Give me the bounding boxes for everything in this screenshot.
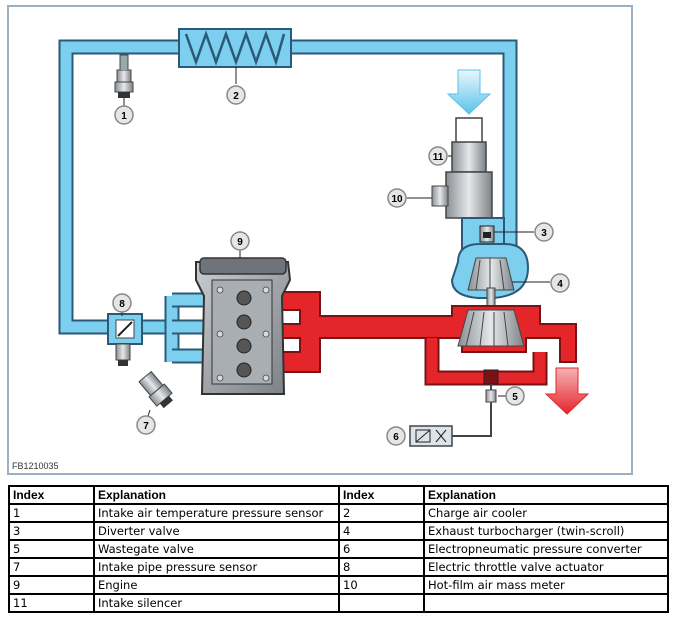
callout-1: 1 — [114, 105, 134, 125]
svg-text:6: 6 — [393, 432, 399, 443]
legend-explanation: Intake silencer — [93, 593, 340, 613]
header-index: Index — [8, 485, 95, 505]
throttle-valve-actuator — [107, 313, 143, 366]
legend-explanation: Wastegate valve — [93, 539, 340, 559]
svg-text:5: 5 — [512, 392, 518, 403]
compressor-wheel — [467, 257, 515, 311]
svg-text:4: 4 — [557, 279, 563, 290]
callout-6: 6 — [386, 426, 406, 446]
legend-explanation: Intake pipe pressure sensor — [93, 557, 340, 577]
legend-index: 8 — [338, 557, 425, 577]
leader-lines — [121, 67, 550, 417]
svg-text:3: 3 — [541, 228, 547, 239]
legend-row: 11 Intake silencer — [8, 593, 669, 613]
legend-explanation: Charge air cooler — [423, 503, 669, 523]
figure-id: FB1210035 — [12, 461, 59, 471]
callout-2: 2 — [226, 85, 246, 105]
svg-text:11: 11 — [433, 152, 444, 163]
svg-text:9: 9 — [237, 237, 243, 248]
header-explanation: Explanation — [93, 485, 340, 505]
wastegate-valve — [452, 369, 499, 437]
legend-index — [338, 593, 425, 613]
intake-pipe-pressure-sensor — [138, 370, 173, 409]
diverter-valve — [479, 225, 495, 243]
svg-text:7: 7 — [143, 421, 149, 432]
legend-explanation: Electric throttle valve actuator — [423, 557, 669, 577]
callout-5: 5 — [505, 386, 525, 406]
callout-11: 11 — [428, 146, 448, 166]
diagram-frame — [7, 5, 633, 475]
engine — [195, 257, 292, 395]
legend-index: 1 — [8, 503, 95, 523]
legend-header-row: Index Explanation Index Explanation — [8, 485, 669, 505]
callout-7: 7 — [136, 415, 156, 435]
turbocharger-system-diagram: 1 2 3 4 5 6 7 8 9 10 11 FB1210035 — [7, 5, 633, 475]
legend-index: 7 — [8, 557, 95, 577]
svg-text:10: 10 — [391, 194, 403, 205]
legend-table: Index Explanation Index Explanation 1 In… — [8, 485, 669, 613]
pressure-converter — [409, 425, 453, 447]
legend-row: 1 Intake air temperature pressure sensor… — [8, 503, 669, 523]
legend-row: 7 Intake pipe pressure sensor 8 Electric… — [8, 557, 669, 577]
intake-air-temperature-sensor — [114, 54, 134, 98]
air-inlet-arrow — [446, 69, 492, 115]
legend-index: 4 — [338, 521, 425, 541]
legend-index: 10 — [338, 575, 425, 595]
svg-text:1: 1 — [121, 111, 127, 122]
svg-text:2: 2 — [233, 91, 239, 102]
legend-row: 5 Wastegate valve 6 Electropneumatic pre… — [8, 539, 669, 559]
callout-8: 8 — [112, 293, 132, 313]
legend-row: 9 Engine 10 Hot-film air mass meter — [8, 575, 669, 595]
header-explanation: Explanation — [423, 485, 669, 505]
exhaust-outlet-arrow — [544, 367, 590, 415]
header-index: Index — [338, 485, 425, 505]
svg-text:8: 8 — [119, 299, 125, 310]
charge-air-cooler — [178, 28, 292, 68]
legend-index: 6 — [338, 539, 425, 559]
legend-explanation: Electropneumatic pressure converter — [423, 539, 669, 559]
callout-4: 4 — [550, 273, 570, 293]
legend-index: 5 — [8, 539, 95, 559]
legend-explanation: Diverter valve — [93, 521, 340, 541]
legend-explanation: Intake air temperature pressure sensor — [93, 503, 340, 523]
legend-explanation: Hot-film air mass meter — [423, 575, 669, 595]
legend-index: 3 — [8, 521, 95, 541]
legend-index: 11 — [8, 593, 95, 613]
legend-explanation: Engine — [93, 575, 340, 595]
turbine-wheel — [457, 309, 525, 347]
callout-9: 9 — [230, 231, 250, 251]
legend-explanation — [423, 593, 669, 613]
legend-index: 9 — [8, 575, 95, 595]
legend-index: 2 — [338, 503, 425, 523]
callout-10: 10 — [387, 188, 407, 208]
legend-row: 3 Diverter valve 4 Exhaust turbocharger … — [8, 521, 669, 541]
callout-3: 3 — [534, 222, 554, 242]
legend-explanation: Exhaust turbocharger (twin-scroll) — [423, 521, 669, 541]
